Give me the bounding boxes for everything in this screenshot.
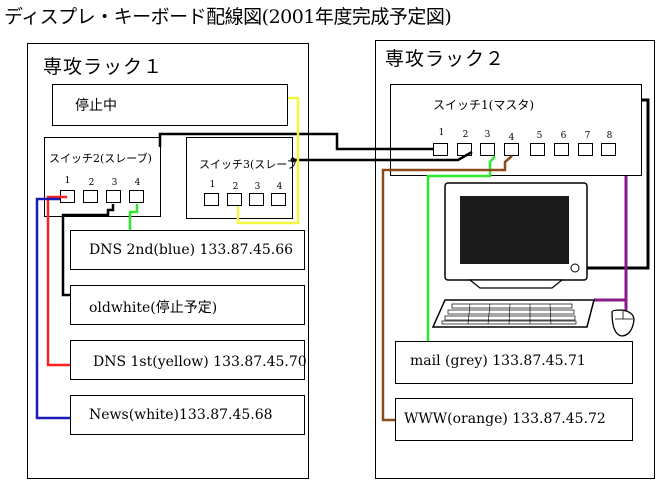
server-news-label: News(white)133.87.45.68: [89, 407, 273, 423]
cable-brown-www: [381, 155, 513, 422]
switch-2-port-label: 3: [111, 178, 118, 188]
switch-1-port-label: 7: [584, 131, 591, 141]
switch-1-port: [578, 143, 593, 156]
switch-3-label: スイッチ3(スレーブ: [199, 158, 298, 171]
switch-3-port: [204, 193, 219, 206]
mouse-icon: [611, 309, 635, 337]
rack-1-label: 専攻ラック１: [43, 56, 164, 78]
switch-2: スイッチ2(スレーブ): [44, 137, 161, 217]
cable-black-sw2-uplink: [158, 132, 433, 151]
server-oldwhite: oldwhite(停止予定): [70, 285, 305, 325]
server-www: WWW(orange) 133.87.45.72: [395, 398, 633, 441]
server-dns2-label: DNS 2nd(blue) 133.87.45.66: [89, 242, 294, 258]
switch-1-port-label: 1: [438, 128, 445, 138]
switch-1-port-label: 5: [536, 131, 543, 141]
switch-2-port-label: 4: [134, 178, 141, 188]
cable-yellow-stopped: [236, 96, 300, 225]
switch-3-port-label: 3: [254, 182, 261, 192]
cable-black-sw3-uplink: [293, 150, 473, 162]
server-dns1: DNS 1st(yellow) 133.87.45.70: [70, 340, 307, 380]
switch-2-port-label: 2: [88, 178, 95, 188]
keyboard-icon: [431, 299, 595, 328]
server-dns2: DNS 2nd(blue) 133.87.45.66: [70, 230, 305, 270]
switch-2-port: [83, 190, 98, 203]
switch-3-port: [227, 193, 242, 206]
rack-2-label: 専攻ラック２: [385, 48, 506, 70]
switch-3-port-label: 4: [276, 182, 283, 192]
diagram-title: ディスプレ・キーボード配線図(2001年度完成予定図): [4, 6, 452, 28]
switch-1-port-label: 4: [508, 133, 515, 143]
switch-1-port-label: 6: [560, 131, 567, 141]
server-dns1-label: DNS 1st(yellow) 133.87.45.70: [93, 354, 307, 370]
switch-2-label: スイッチ2(スレーブ): [49, 152, 152, 165]
switch-2-port-label: 1: [64, 176, 71, 186]
cable-purple-kbd: [594, 176, 628, 302]
monitor-icon: [444, 182, 588, 289]
switch-3-port-label: 1: [209, 180, 216, 190]
cable-black-monitor: [580, 98, 650, 270]
switch-1-port-label: 8: [606, 131, 613, 141]
server-mail-label: mail (grey) 133.87.45.71: [410, 353, 586, 369]
cable-end-dot: [290, 157, 296, 163]
stopped-label: 停止中: [75, 98, 117, 114]
server-www-label: WWW(orange) 133.87.45.72: [404, 411, 606, 427]
cable-green-mail: [426, 155, 496, 341]
cable-red: [46, 195, 70, 367]
switch-1-port: [554, 143, 569, 156]
switch-1-port: [530, 143, 545, 156]
server-mail: mail (grey) 133.87.45.71: [395, 341, 633, 384]
switch-3-port-label: 2: [232, 182, 239, 192]
switch-1-port: [480, 143, 495, 156]
switch-2-port: [106, 190, 121, 203]
switch-3-port: [249, 193, 264, 206]
switch-1-port-label: 3: [484, 130, 491, 140]
cable-blue: [35, 197, 70, 420]
cable-black-oldwhite: [61, 204, 115, 297]
switch-1-port-label: 2: [462, 130, 469, 140]
server-oldwhite-label: oldwhite(停止予定): [89, 300, 218, 316]
switch-1-port: [601, 143, 616, 156]
stopped-box: 停止中: [52, 84, 288, 126]
switch-1-port: [433, 143, 448, 156]
switch-3-port: [271, 193, 286, 206]
switch-1-label: スイッチ1(マスタ): [433, 98, 534, 112]
cable-green-dns2: [128, 204, 139, 230]
switch-2-port: [129, 190, 144, 203]
server-news: News(white)133.87.45.68: [70, 395, 305, 435]
